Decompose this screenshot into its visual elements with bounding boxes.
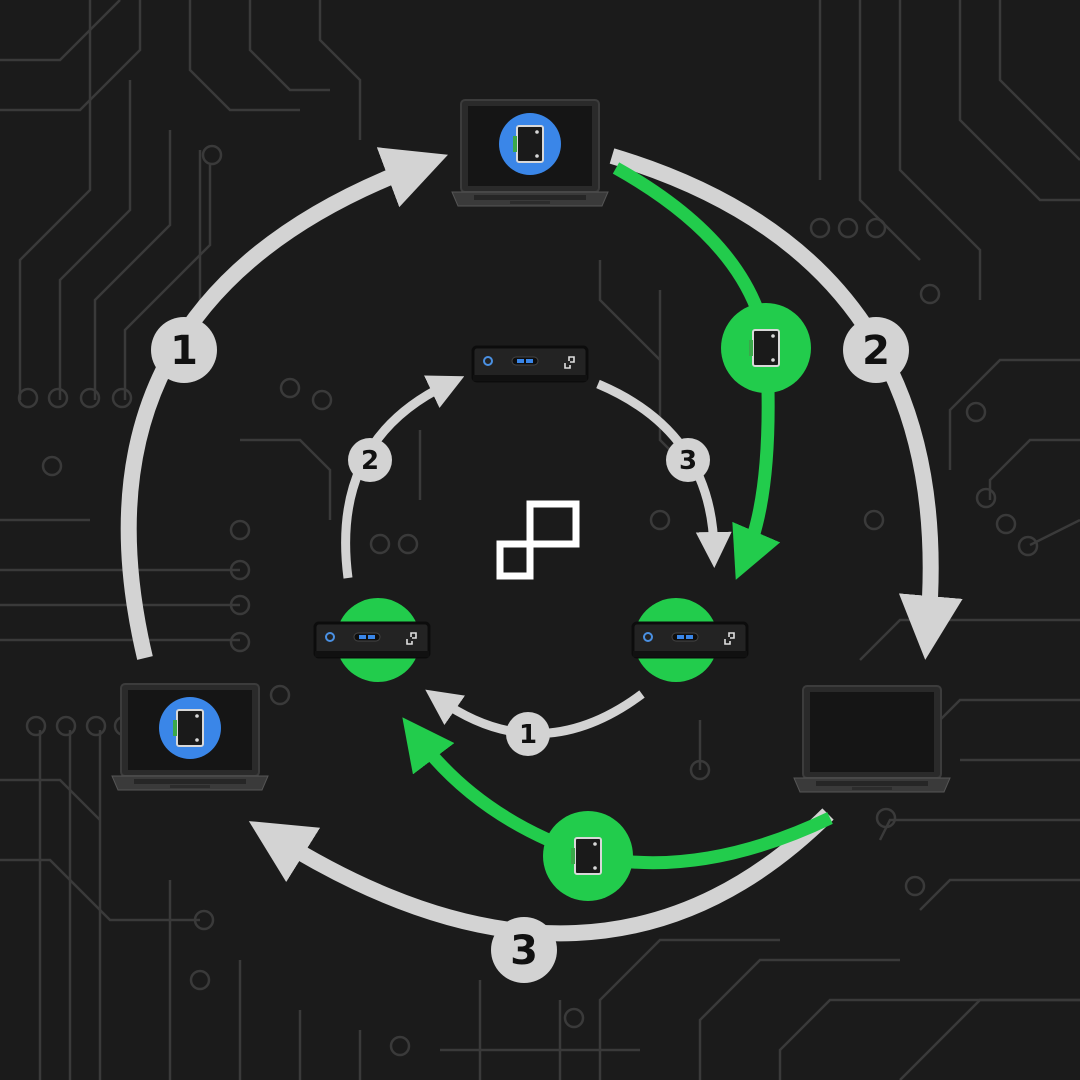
sync-swap-icon [496, 500, 580, 580]
outer-step-label-2: 2 [862, 328, 890, 374]
inner-step-badge-3: 3 [666, 438, 710, 482]
laptop-icon-top [451, 99, 609, 207]
circuit-pads [17, 144, 1039, 1057]
ssd-transfer-arrows [402, 162, 833, 870]
mini-pc-icon-right [631, 621, 749, 659]
inner-step-label-3: 3 [679, 446, 697, 476]
outer-arrow-1 [120, 147, 448, 660]
outer-step-badge-1: 1 [151, 317, 217, 383]
inner-step-badge-1: 1 [506, 712, 550, 756]
laptop-icon-left [111, 683, 269, 791]
mini-pc-icon-top [471, 345, 589, 383]
inner-arrow-2 [341, 375, 465, 579]
outer-arrow-3 [248, 808, 834, 942]
mini-pc-icon-left [313, 621, 431, 659]
inner-step-label-1: 1 [519, 720, 537, 750]
outer-step-badge-3: 3 [491, 917, 557, 983]
ssd-badge-left [159, 697, 221, 759]
outer-step-label-3: 3 [510, 928, 538, 974]
ssd-moving-badge-right [721, 303, 811, 393]
inner-step-label-2: 2 [361, 446, 379, 476]
laptop-icon-right [793, 685, 951, 793]
outer-step-badge-2: 2 [843, 317, 909, 383]
ssd-moving-badge-bottom [543, 811, 633, 901]
ssd-badge-top [499, 113, 561, 175]
outer-step-label-1: 1 [170, 328, 198, 374]
ssd-chip-icon [512, 125, 544, 163]
ssd-chip-icon [172, 709, 204, 747]
inner-step-badge-2: 2 [348, 438, 392, 482]
